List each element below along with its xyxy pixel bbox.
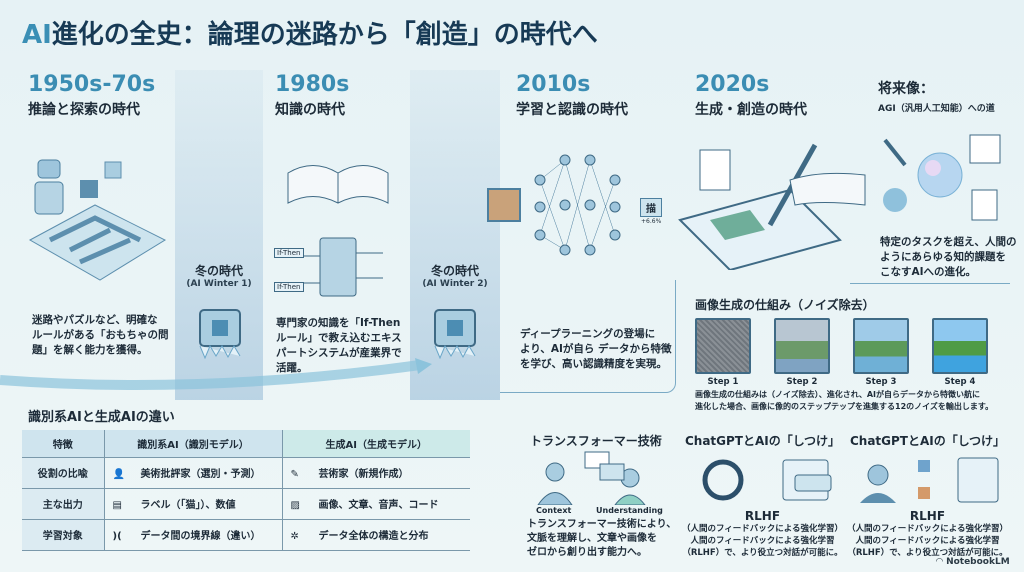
step-3-thumbnail (853, 318, 909, 374)
divider-line (850, 283, 1010, 284)
cell: ✲データ全体の構造と分布 (282, 519, 470, 551)
era-year: 1980s (275, 72, 350, 97)
era-subtitle: 知識の時代 (275, 102, 345, 118)
future-title: 将来像： (878, 81, 934, 97)
rlhf-paren: （人間のフィードバックによる強化学習） (846, 524, 1009, 534)
step-4-thumbnail (932, 318, 988, 374)
era-subtitle: 生成・創造の時代 (695, 102, 807, 118)
boundary-icon: )( (112, 530, 122, 542)
step-label: Step 2 (786, 377, 818, 387)
understanding-label: Understanding (596, 506, 663, 515)
rlhf-paren: （人間のフィードバックによる強化学習） (681, 524, 844, 534)
header-generative: 生成AI（生成モデル） (282, 430, 470, 458)
rlhf-card-1: ChatGPTとAIの「しつけ」 RLHF （人間のフィードバックによる強化学習… (681, 434, 844, 558)
era-1950s-desc: 迷路やパズルなど、明確なルールがある「おもちゃの問題」を解く能力を獲得。 (32, 314, 169, 356)
step-label: Step 4 (944, 377, 976, 387)
table-row: 学習対象 )(データ間の境界線（違い） ✲データ全体の構造と分布 (22, 519, 470, 551)
robot-maze-illustration (28, 159, 167, 281)
conversation-illustration (537, 451, 646, 505)
ai-winter-2: 冬の時代(AI Winter 2) (422, 264, 488, 289)
openai-logo-icon (702, 459, 831, 501)
step-1-thumbnail (695, 318, 751, 374)
era-1950s: 1950s-70s 推論と探索の時代 (28, 72, 155, 119)
era-1980s: 1980s 知識の時代 (275, 72, 349, 119)
era-subtitle: 学習と認識の時代 (516, 102, 628, 118)
cell: )(データ間の境界線（違い） (104, 519, 283, 551)
book-circuit-illustration (287, 165, 389, 297)
cell: 👤美術批評家（選別・予測） (104, 457, 283, 489)
step-label: Step 1 (707, 377, 739, 387)
row-label: 学習対象 (22, 519, 105, 551)
era-2020s: 2020s 生成・創造の時代 (695, 72, 807, 119)
table-header: 特徴 識別系AI（識別モデル） 生成AI（生成モデル） (22, 430, 470, 458)
timeline-arrow (0, 358, 432, 390)
era-subtitle: 推論と探索の時代 (28, 102, 140, 118)
image-gen-caption: 画像生成の仕組みは（ノイズ除去）、進化され、AIが自らデータから特徴い航に進化し… (695, 390, 994, 411)
neural-network-illustration (534, 154, 621, 256)
tablet-pen-illustration (678, 143, 866, 270)
header-discriminative: 識別系AI（識別モデル） (104, 430, 283, 458)
future-desc: 特定のタスクを超え、人間のようにあらゆる知的課題をこなすAIへの進化。 (880, 236, 1017, 278)
rlhf-name: RLHF (909, 509, 946, 523)
output-label: 描 (640, 198, 662, 217)
cell: ✎芸術家（新規作成） (282, 457, 470, 489)
agi-orb-illustration (883, 134, 1001, 221)
document-icon: ▤ (112, 499, 122, 511)
row-label: 主な出力 (22, 488, 105, 520)
era-year: 1950s-70s (28, 72, 156, 97)
person-icon: 👤 (112, 468, 125, 480)
rlhf-card-2: ChatGPTとAIの「しつけ」 RLHF （人間のフィードバックによる強化学習… (846, 434, 1009, 558)
era-year: 2020s (695, 72, 770, 97)
frozen-chip-icon (199, 309, 241, 360)
if-then-tag: If-Then (274, 248, 304, 258)
step-label: Step 3 (865, 377, 897, 387)
transformer-desc: トランスフォーマー技術により、文脈を理解し、文章や画像をゼロから創り出す能力へ。 (527, 519, 677, 558)
notebooklm-brand: ◠ NotebookLM (936, 557, 1010, 567)
comparison-title: 識別系AIと生成AIの違い (28, 410, 175, 425)
future-section: 将来像： AGI（汎用人工知能）への道 (878, 78, 995, 114)
rlhf-title: ChatGPTとAIの「しつけ」 (684, 434, 841, 448)
image-gen-title: 画像生成の仕組み（ノイズ除去） (695, 298, 875, 312)
ai-winter-1: 冬の時代(AI Winter 1) (186, 264, 252, 289)
feedback-illustration (859, 457, 998, 503)
notebooklm-logo-icon: ◠ (936, 557, 947, 567)
table-row: 役割の比喩 👤美術批評家（選別・予測） ✎芸術家（新規作成） (22, 457, 470, 489)
context-label: Context (536, 506, 572, 515)
era-year: 2010s (516, 72, 591, 97)
era-2010s: 2010s 学習と認識の時代 (516, 72, 628, 119)
step-2-thumbnail (774, 318, 830, 374)
if-then-tag: If-Then (274, 282, 304, 292)
table-row: 主な出力 ▤ラベル（「猫」）、数値 ▨画像、文章、音声、コード (22, 488, 470, 520)
rlhf-name: RLHF (744, 509, 781, 523)
row-label: 役割の比喩 (22, 457, 105, 489)
image-icon: ▨ (290, 499, 300, 511)
page-title: AI進化の全史：論理の迷路から「創造」の時代へ (22, 20, 598, 50)
edit-icon: ✎ (290, 468, 299, 480)
transformer-title: トランスフォーマー技術 (530, 434, 662, 448)
header-feature: 特徴 (22, 430, 105, 458)
cell: ▨画像、文章、音声、コード (282, 488, 470, 520)
network-icon: ✲ (290, 530, 299, 542)
cat-image (487, 188, 521, 222)
rlhf-title: ChatGPTとAIの「しつけ」 (849, 434, 1006, 448)
comparison-table: 特徴 識別系AI（識別モデル） 生成AI（生成モデル） 役割の比喩 👤美術批評家… (22, 430, 470, 551)
cell: ▤ラベル（「猫」）、数値 (104, 488, 283, 520)
frozen-chip-icon (434, 309, 476, 360)
output-value: +6.6% (641, 218, 662, 225)
era-2010s-box (500, 280, 676, 393)
future-subtitle: AGI（汎用人工知能）への道 (878, 104, 995, 114)
era-2010s-desc: ディープラーニングの登場により、AIが自ら データから特徴を学び、高い認識精度を… (520, 328, 672, 370)
